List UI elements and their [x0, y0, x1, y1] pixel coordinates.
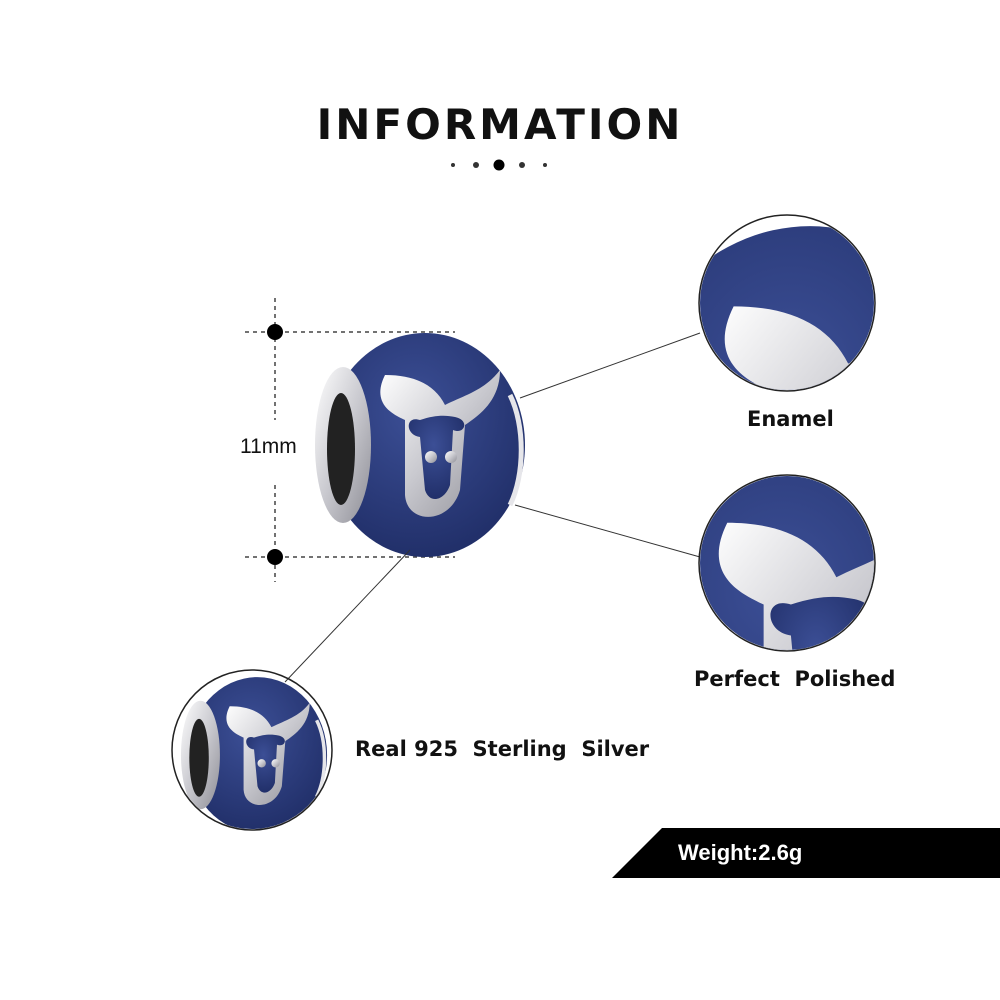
polished-label: Perfect Polished — [694, 667, 896, 691]
weight-banner: Weight:2.6g — [612, 828, 1000, 878]
title-dots — [451, 159, 547, 171]
dimension-dot-top — [267, 324, 283, 340]
callout-lines — [284, 332, 701, 683]
weight-label: Weight:2.6g — [678, 840, 803, 865]
polished-detail-image — [698, 474, 876, 652]
enamel-label: Enamel — [747, 407, 834, 431]
silver-detail-image — [171, 669, 333, 831]
enamel-detail-image — [698, 214, 876, 392]
page-title: INFORMATION — [316, 100, 684, 149]
main-bead-image — [315, 333, 525, 557]
silver-label: Real 925 Sterling Silver — [355, 737, 650, 761]
dimension-dot-bottom — [267, 549, 283, 565]
dimension-label: 11mm — [240, 435, 297, 458]
